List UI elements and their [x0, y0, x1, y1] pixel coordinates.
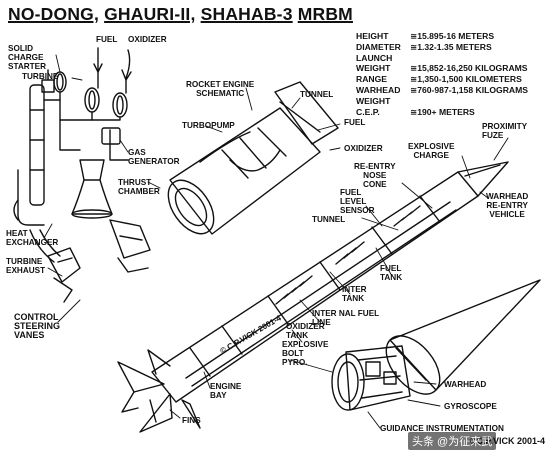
page-title: NO-DONG, GHAURI-II, SHAHAB-3 MRBM: [8, 4, 353, 25]
spec-key: C.E.P.: [356, 106, 380, 117]
label-turbine: TURBINE: [22, 72, 59, 81]
label-fuel-mid: FUEL: [344, 118, 366, 127]
label-fins: FINS: [182, 416, 201, 425]
spec-key: WEIGHT: [356, 63, 391, 74]
spec-table: HEIGHT ≅15.895-16 METERS DIAMETER ≅1.32-1.3…: [356, 31, 528, 117]
label-tunnel-mid: TUNNEL: [312, 215, 346, 224]
spec-row: WEIGHT ≅15,852-16,250 KILOGRAMS: [356, 63, 528, 74]
title-nodong: NO-DONG,: [8, 4, 100, 24]
title-mrbm: MRBM: [297, 4, 353, 24]
title-ghauri: GHAURI-II,: [104, 4, 196, 24]
label-warhead: WARHEAD: [444, 380, 487, 389]
spec-key: RANGE: [356, 74, 388, 85]
spec-value: ≅15,852-16,250 KILOGRAMS: [410, 63, 528, 74]
spec-key: DIAMETER: [356, 41, 401, 52]
watermark: 头条 @为征来武: [408, 432, 497, 450]
spec-key: HEIGHT: [356, 31, 389, 41]
spec-value: ≅1,350-1,500 KILOMETERS: [410, 74, 522, 85]
spec-key: WARHEAD: [356, 84, 401, 95]
engine-closeup: [167, 81, 339, 235]
label-credit: ©C.P.VICK 2001-4: [470, 436, 546, 446]
label-gyroscope: GYROSCOPE: [444, 402, 497, 411]
spec-row: HEIGHT ≅15.895-16 METERS: [356, 31, 528, 42]
spec-value: ≅190+ METERS: [410, 106, 475, 117]
spec-value: ≅15.895-16 METERS: [410, 31, 495, 41]
spec-key: LAUNCH: [356, 52, 393, 63]
label-oxidizer-mid: OXIDIZER: [344, 144, 383, 153]
leader-lines: [43, 54, 509, 429]
steering-vanes: [47, 219, 151, 303]
label-tunnel-top: TUNNEL: [300, 90, 334, 99]
spec-row: DIAMETER ≅1.32-1.35 METERS: [356, 42, 528, 53]
spec-row: C.E.P. ≅190+ METERS: [356, 107, 528, 118]
spec-value: ≅760-987-1,158 KILOGRAMS: [410, 84, 529, 95]
rocket-body: [117, 161, 509, 433]
spec-row: LAUNCH: [356, 53, 528, 64]
guidance-bay: [331, 345, 411, 411]
label-oxidizer-top: OXIDIZER: [128, 35, 167, 44]
label-turbopump: TURBOPUMP: [182, 121, 235, 130]
spec-row: WEIGHT: [356, 96, 528, 107]
label-guidance-instrumentation: GUIDANCE INSTRUMENTATION: [380, 424, 504, 433]
spec-value: ≅1.32-1.35 METERS: [410, 41, 492, 52]
spec-key: WEIGHT: [356, 95, 391, 106]
spec-row: WARHEAD ≅760-987-1,158 KILOGRAMS: [356, 85, 528, 96]
spec-row: RANGE ≅1,350-1,500 KILOMETERS: [356, 74, 528, 85]
reentry-vehicle: [385, 279, 541, 395]
engine-schematic: [13, 47, 132, 263]
label-fuel-top: FUEL: [96, 35, 118, 44]
title-shahab: SHAHAB-3: [200, 4, 293, 24]
